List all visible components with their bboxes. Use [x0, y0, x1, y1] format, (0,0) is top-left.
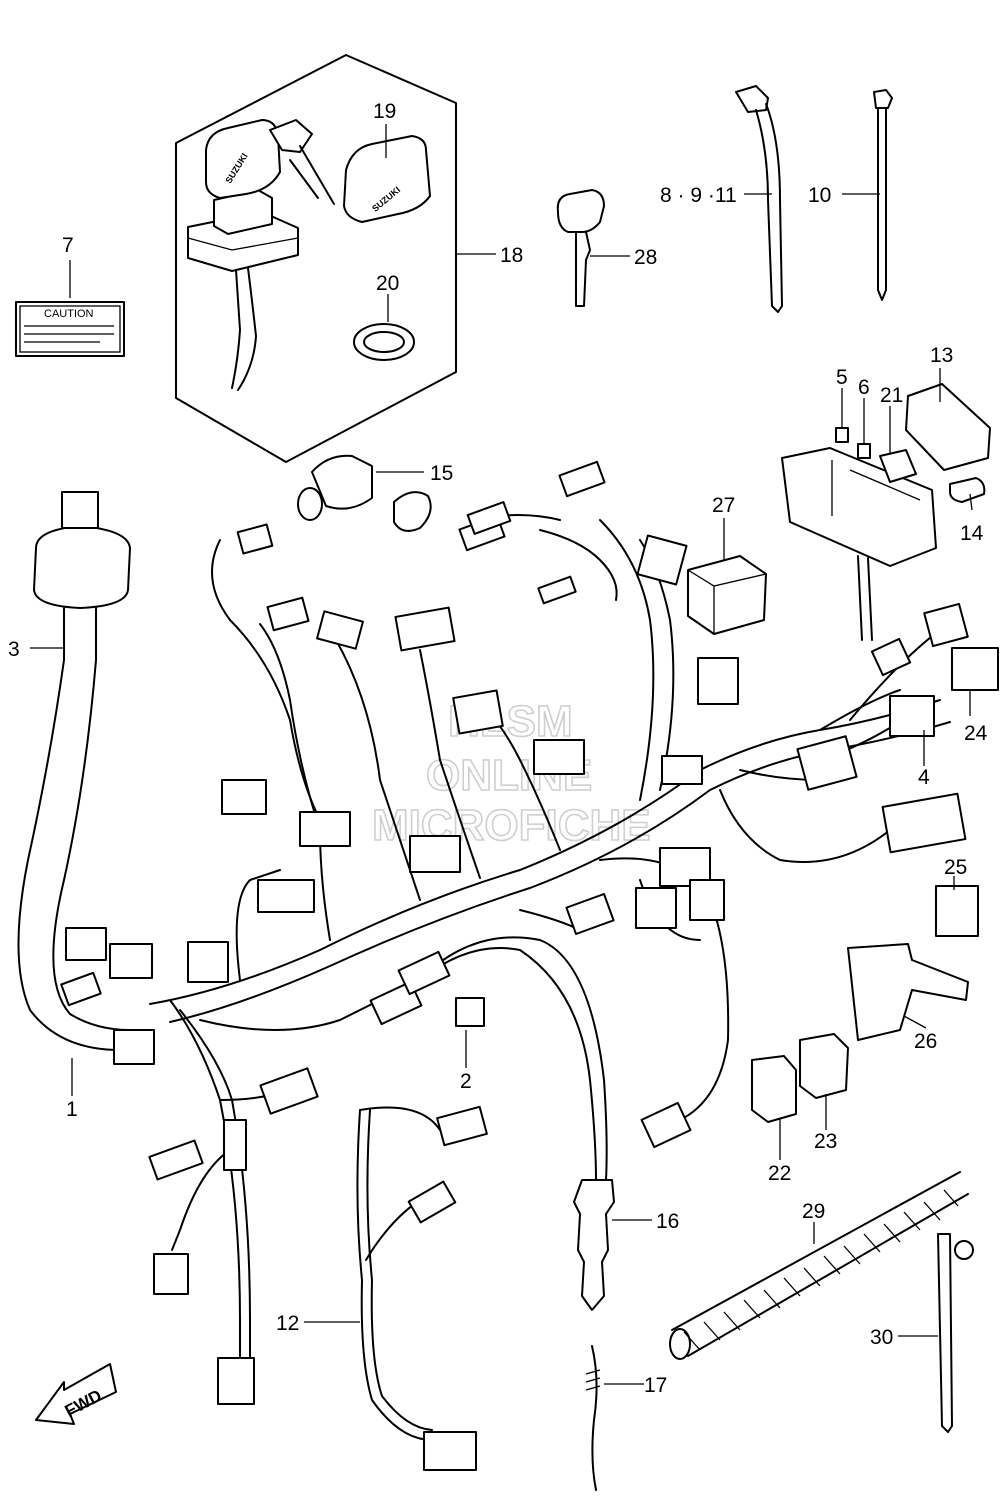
callout-23: 23 — [814, 1130, 837, 1153]
callout-13: 13 — [930, 344, 953, 367]
cable-ties — [735, 85, 893, 313]
spare-key — [556, 189, 605, 307]
callout-20: 17 — [644, 1374, 667, 1397]
callout-14: 14 — [960, 522, 984, 545]
ignition-switch-set: SUZUKI SUZUKI — [175, 54, 457, 463]
relay-27 — [687, 555, 767, 635]
callout-leader-lines — [30, 124, 973, 1385]
caution-label: CAUTION — [15, 301, 125, 357]
callout-3: 3 — [8, 638, 20, 661]
harness-connectors — [60, 460, 999, 1405]
callout-17: 19 — [373, 100, 396, 123]
callout-26: 26 — [914, 1030, 937, 1053]
callout-12: 12 — [276, 1312, 299, 1335]
callout-27: 27 — [712, 494, 735, 517]
callout-10: 10 — [808, 184, 831, 207]
power-socket — [297, 454, 432, 532]
sub-harness-12 — [356, 1105, 488, 1471]
forward-direction-arrow: FWD — [35, 1363, 117, 1425]
callout-19: 16 — [656, 1210, 679, 1233]
callout-8-9-11: 8 · 9 ·11 — [660, 184, 737, 207]
callout-4: 4 — [918, 766, 930, 789]
callout-25: 25 — [944, 856, 967, 879]
watermark: HLSM ONLINE MICROFICHE — [371, 696, 651, 851]
callout-24: 24 — [964, 722, 988, 745]
caution-label-text: CAUTION — [44, 308, 94, 320]
oxygen-sensor — [573, 1179, 615, 1491]
callout-6: 6 — [858, 376, 870, 399]
callout-30: 30 — [870, 1326, 893, 1349]
callout-18: 20 — [376, 272, 399, 295]
callout-7: 7 — [62, 234, 74, 257]
callout-1: 1 — [66, 1098, 78, 1121]
callout-numbers: 7 19 20 18 28 8 · 9 ·11 10 13 5 6 21 14 … — [8, 100, 988, 1397]
callout-2: 2 — [460, 1070, 472, 1093]
callout-22: 22 — [768, 1162, 791, 1185]
callout-5: 5 — [836, 366, 848, 389]
corrugated-tube — [669, 1171, 969, 1360]
cable-tie-30 — [937, 1233, 974, 1433]
loose-couplers — [751, 943, 969, 1123]
callout-15: 15 — [430, 462, 453, 485]
callout-21: 21 — [880, 384, 903, 407]
callout-28: 28 — [634, 246, 657, 269]
main-wiring-harness — [17, 460, 999, 1405]
fuse-box-assembly — [781, 383, 991, 641]
callout-29: 29 — [802, 1200, 825, 1223]
callout-16: 18 — [500, 244, 523, 267]
